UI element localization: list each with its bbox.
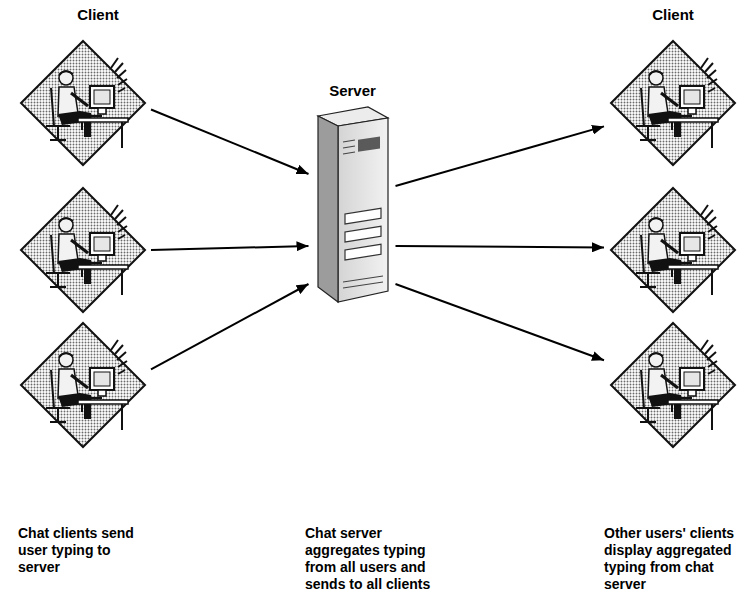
flow-arrow [151,110,309,175]
client-icon [18,320,148,450]
client-icon [608,320,738,450]
server-node: Server [305,82,400,306]
client-node [608,320,738,450]
caption-note: Chat clients send user typing to server [18,525,150,576]
flow-arrow [396,246,605,247]
client-node [608,185,738,315]
client-icon [608,185,738,315]
client-node [18,320,148,450]
caption-note: Other users' clients display aggregated … [604,525,752,593]
flow-arrow [396,126,605,186]
node-heading: Client [47,6,119,24]
node-heading: Server [329,82,376,100]
node-heading: Client [652,6,694,24]
flow-arrow [151,284,309,369]
flow-arrow [396,284,605,360]
client-node: Client [608,6,738,168]
caption-note: Chat server aggregates typing from all u… [305,525,450,593]
client-icon [18,185,148,315]
server-icon [313,106,393,306]
client-node [18,185,148,315]
client-icon [18,38,148,168]
client-node: Client [18,6,148,168]
flow-arrow [151,246,309,250]
client-icon [608,38,738,168]
